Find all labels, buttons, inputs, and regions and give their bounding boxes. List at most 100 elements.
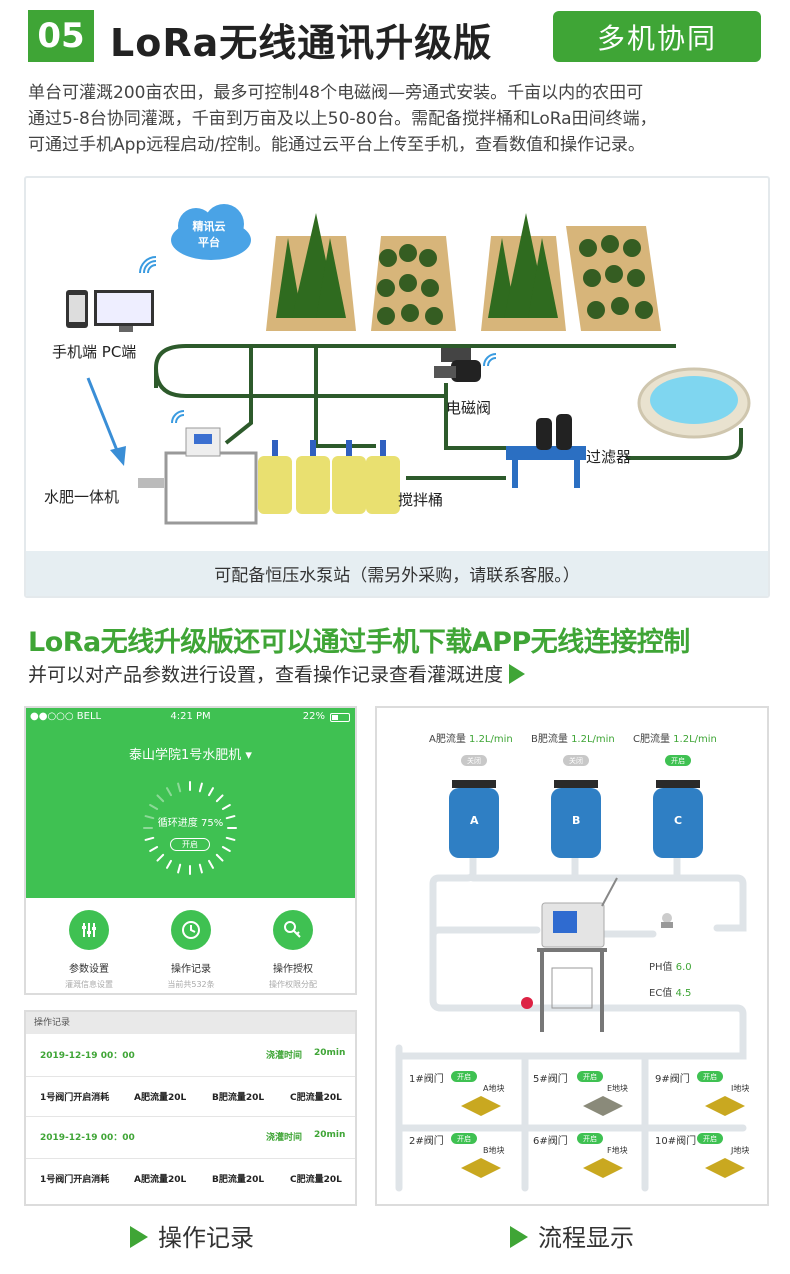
flow-pipes — [395, 780, 747, 1192]
tank-c-name: C肥流量 — [633, 734, 670, 745]
log-time: 2019-12-19 00：00 — [40, 1051, 135, 1061]
tank-a-letter: A — [470, 814, 479, 827]
tank-a-icon — [449, 780, 499, 858]
dial-tick — [166, 859, 172, 869]
valve-toggle[interactable]: 开启 — [697, 1133, 723, 1144]
play-arrow-icon — [130, 1226, 148, 1248]
menu-authorization[interactable]: 操作授权 操作权限分配 — [238, 910, 348, 990]
plot-name: I地块 — [731, 1084, 750, 1093]
plot-name: A地块 — [483, 1084, 505, 1093]
dial-tick — [149, 804, 159, 810]
valve-toggle[interactable]: 开启 — [577, 1071, 603, 1082]
log-a-flow: A肥流量20L — [134, 1175, 187, 1185]
app-menu: 参数设置 灌溉信息设置 操作记录 当前共532条 操作授权 操作权限分配 — [26, 898, 355, 993]
valve-name: 6#阀门 — [533, 1136, 568, 1147]
caption-records: 操作记录 — [130, 1218, 254, 1253]
tank-b-flow: B肥流量 1.2L/min — [531, 730, 615, 745]
diagram-illustration: 精讯云 平台 — [66, 204, 751, 525]
plot-name: E地块 — [607, 1084, 629, 1093]
intro-line: 单台可灌溉200亩农田，最多可控制48个电磁阀—旁通式安装。千亩以内的农田可 — [28, 83, 644, 103]
log-entry-header[interactable]: 2019-12-19 00：00 浇灌时间 20min — [26, 1034, 355, 1074]
tank-c-toggle[interactable]: 开启 — [665, 755, 691, 766]
menu-sublabel: 操作权限分配 — [269, 980, 317, 989]
system-diagram: 精讯云 平台 — [24, 176, 770, 598]
log-b-flow: B肥流量20L — [212, 1175, 265, 1185]
valve-name: 1#阀门 — [409, 1074, 444, 1085]
dial-tick — [225, 815, 236, 820]
filter-icon — [506, 414, 586, 488]
carrier-label: ●●○○○ BELL — [30, 711, 102, 722]
caption-flow-text: 流程显示 — [538, 1224, 634, 1252]
menu-params[interactable]: 参数设置 灌溉信息设置 — [34, 910, 144, 990]
cloud-label-line1: 精讯云 — [193, 219, 226, 233]
water-pool-icon — [637, 367, 751, 439]
caption-flow: 流程显示 — [510, 1218, 634, 1253]
start-button[interactable]: 开启 — [170, 838, 210, 851]
plot-name: F地块 — [607, 1146, 628, 1155]
ph-value: 6.0 — [675, 962, 692, 973]
dial-tick — [208, 787, 214, 797]
field-plot-icon — [461, 1096, 501, 1116]
log-header: 操作记录 — [26, 1012, 355, 1034]
log-entry-detail: 1号阀门开启消耗 A肥流量20L B肥流量20L C肥流量20L — [26, 1158, 355, 1198]
feature-badge: 多机协同 — [553, 11, 761, 62]
dial-tick — [144, 815, 155, 820]
clock-icon — [171, 910, 211, 950]
filter-label: 过滤器 — [586, 448, 632, 466]
play-arrow-icon — [510, 1226, 528, 1248]
section-number: 05 — [28, 10, 94, 62]
dial-tick — [156, 853, 165, 862]
log-duration: 20min — [314, 1048, 346, 1058]
tank-b-name: B肥流量 — [531, 734, 568, 745]
phone-device-icon — [66, 290, 88, 328]
log-entry-header[interactable]: 2019-12-19 00：00 浇灌时间 20min — [26, 1116, 355, 1156]
phone-app-screen: ●●○○○ BELL 4:21 PM 22% 泰山学院1号水肥机 ▾ 循环进度 … — [24, 706, 357, 995]
tank-b-icon — [551, 780, 601, 858]
tank-c-letter: C — [674, 814, 683, 827]
valve-toggle[interactable]: 开启 — [451, 1071, 477, 1082]
log-time: 2019-12-19 00：00 — [40, 1133, 135, 1143]
ec-value: 4.5 — [675, 988, 692, 999]
devices-label: 手机端 PC端 — [52, 343, 137, 361]
fertigation-machine-icon — [521, 877, 618, 1032]
valve-name: 9#阀门 — [655, 1074, 690, 1085]
section-subtitle: 并可以对产品参数进行设置，查看操作记录查看灌溉进度 — [28, 660, 526, 687]
tank-a-toggle[interactable]: 关闭 — [461, 755, 487, 766]
dial-tick — [198, 863, 203, 874]
battery-icon — [330, 713, 350, 722]
status-bar: ●●○○○ BELL 4:21 PM 22% — [26, 711, 355, 727]
tank-a-name: A肥流量 — [429, 734, 466, 745]
battery-label: 22% — [302, 711, 325, 722]
log-duration-label: 浇灌时间 — [266, 1133, 303, 1143]
log-duration: 20min — [314, 1130, 346, 1140]
field-plot — [266, 213, 356, 331]
tank-a-flow: A肥流量 1.2L/min — [429, 730, 513, 745]
valve-toggle[interactable]: 开启 — [697, 1071, 723, 1082]
dial-tick — [221, 846, 231, 852]
solenoid-valve-icon — [434, 348, 481, 382]
intro-text: 单台可灌溉200亩农田，最多可控制48个电磁阀—旁通式安装。千亩以内的农田可 通… — [28, 80, 768, 158]
section-title: LoRa无线升级版还可以通过手机下载APP无线连接控制 — [28, 627, 690, 658]
plot-name: B地块 — [483, 1146, 505, 1155]
play-arrow-icon — [509, 664, 526, 684]
menu-records[interactable]: 操作记录 当前共532条 — [136, 910, 246, 990]
dial-tick — [208, 859, 214, 869]
log-valve: 1号阀门开启消耗 — [40, 1093, 110, 1103]
ph-reading: PH值 6.0 — [649, 958, 692, 973]
device-selector[interactable]: 泰山学院1号水肥机 ▾ — [129, 748, 252, 763]
valve-toggle[interactable]: 开启 — [577, 1133, 603, 1144]
caption-records-text: 操作记录 — [158, 1224, 254, 1252]
dial-tick — [198, 782, 203, 793]
wifi-icon — [483, 353, 497, 367]
menu-sublabel: 当前共532条 — [167, 980, 215, 989]
menu-label: 操作授权 — [273, 964, 313, 975]
ec-reading: EC值 4.5 — [649, 984, 691, 999]
wifi-icon — [171, 410, 185, 424]
diagram-caption: 可配备恒压水泵站（需另外采购，请联系客服。） — [26, 551, 768, 596]
tank-b-toggle[interactable]: 关闭 — [563, 755, 589, 766]
dial-tick — [166, 787, 172, 797]
cloud-label-line2: 平台 — [198, 235, 220, 249]
clock-label: 4:21 PM — [170, 711, 211, 722]
tank-c-rate: 1.2L/min — [673, 734, 717, 745]
valve-toggle[interactable]: 开启 — [451, 1133, 477, 1144]
